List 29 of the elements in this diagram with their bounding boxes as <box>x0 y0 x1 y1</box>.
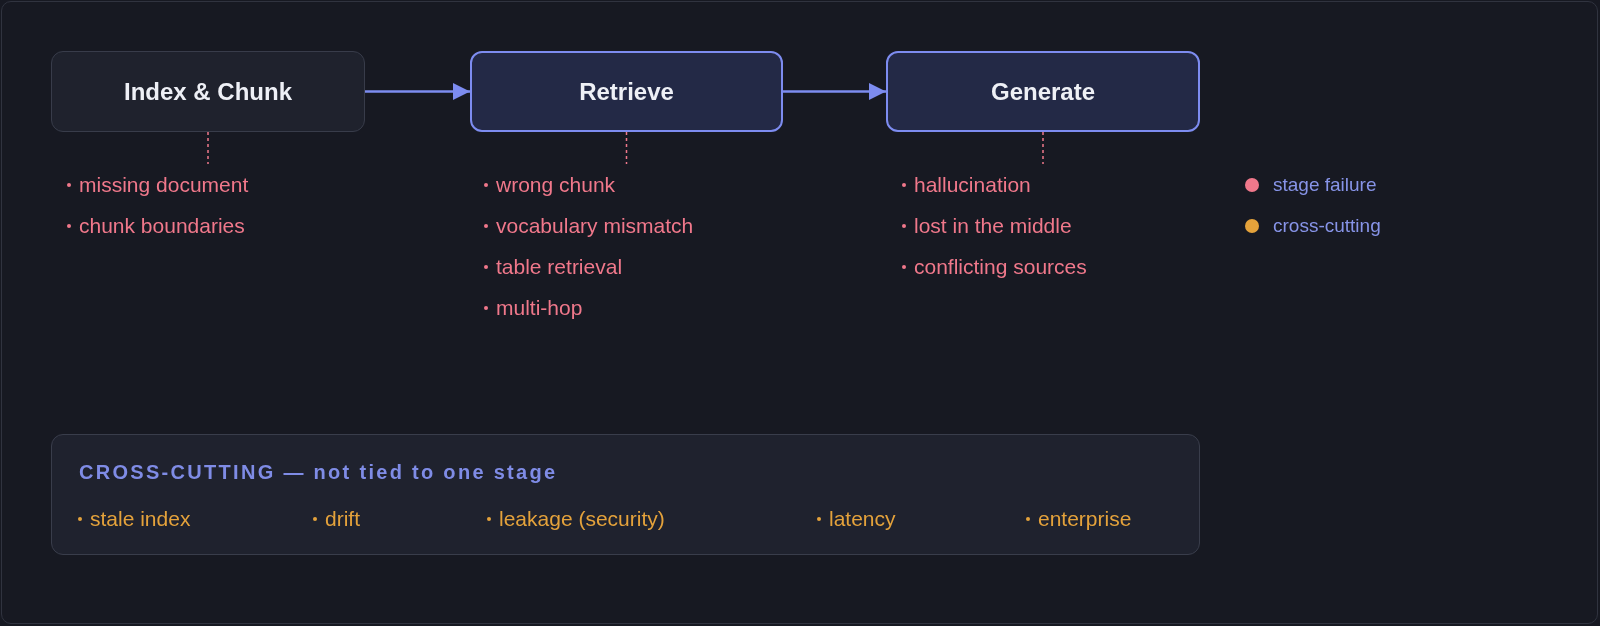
failure-item: multi-hop <box>496 295 583 320</box>
stage-box <box>51 51 365 132</box>
stage-title: Retrieve <box>579 77 674 106</box>
failure-item: table retrieval <box>496 254 623 279</box>
failure-item: missing document <box>79 172 249 197</box>
dotted-line <box>1042 131 1044 165</box>
failure-item: lost in the middle <box>914 213 1072 238</box>
cross-cutting-panel <box>51 434 1200 555</box>
failure-item: wrong chunk <box>496 172 616 197</box>
panel-heading: CROSS-CUTTING — not tied to one stage <box>79 460 558 484</box>
arrow <box>783 83 886 100</box>
cross-cutting-item: enterprise <box>1038 506 1132 531</box>
cross-cutting-item: stale index <box>90 506 191 531</box>
failure-item: vocabulary mismatch <box>496 213 694 238</box>
cross-cutting-item: leakage (security) <box>499 506 665 531</box>
cross-cutting-item: latency <box>829 506 896 531</box>
dotted-line <box>207 131 209 165</box>
failure-item: chunk boundaries <box>79 213 245 238</box>
stage-title: Generate <box>990 77 1096 106</box>
dotted-line <box>625 131 628 165</box>
cross-cutting-item: drift <box>325 506 360 531</box>
failure-item: hallucination <box>914 172 1031 197</box>
legend-label: stage failure <box>1273 173 1377 196</box>
stage-title: Index & Chunk <box>124 77 292 106</box>
stage-box <box>470 51 783 132</box>
failure-item: conflicting sources <box>914 254 1087 279</box>
arrow <box>365 83 470 100</box>
legend-label: cross-cutting <box>1273 214 1381 237</box>
stage-box <box>886 51 1200 132</box>
